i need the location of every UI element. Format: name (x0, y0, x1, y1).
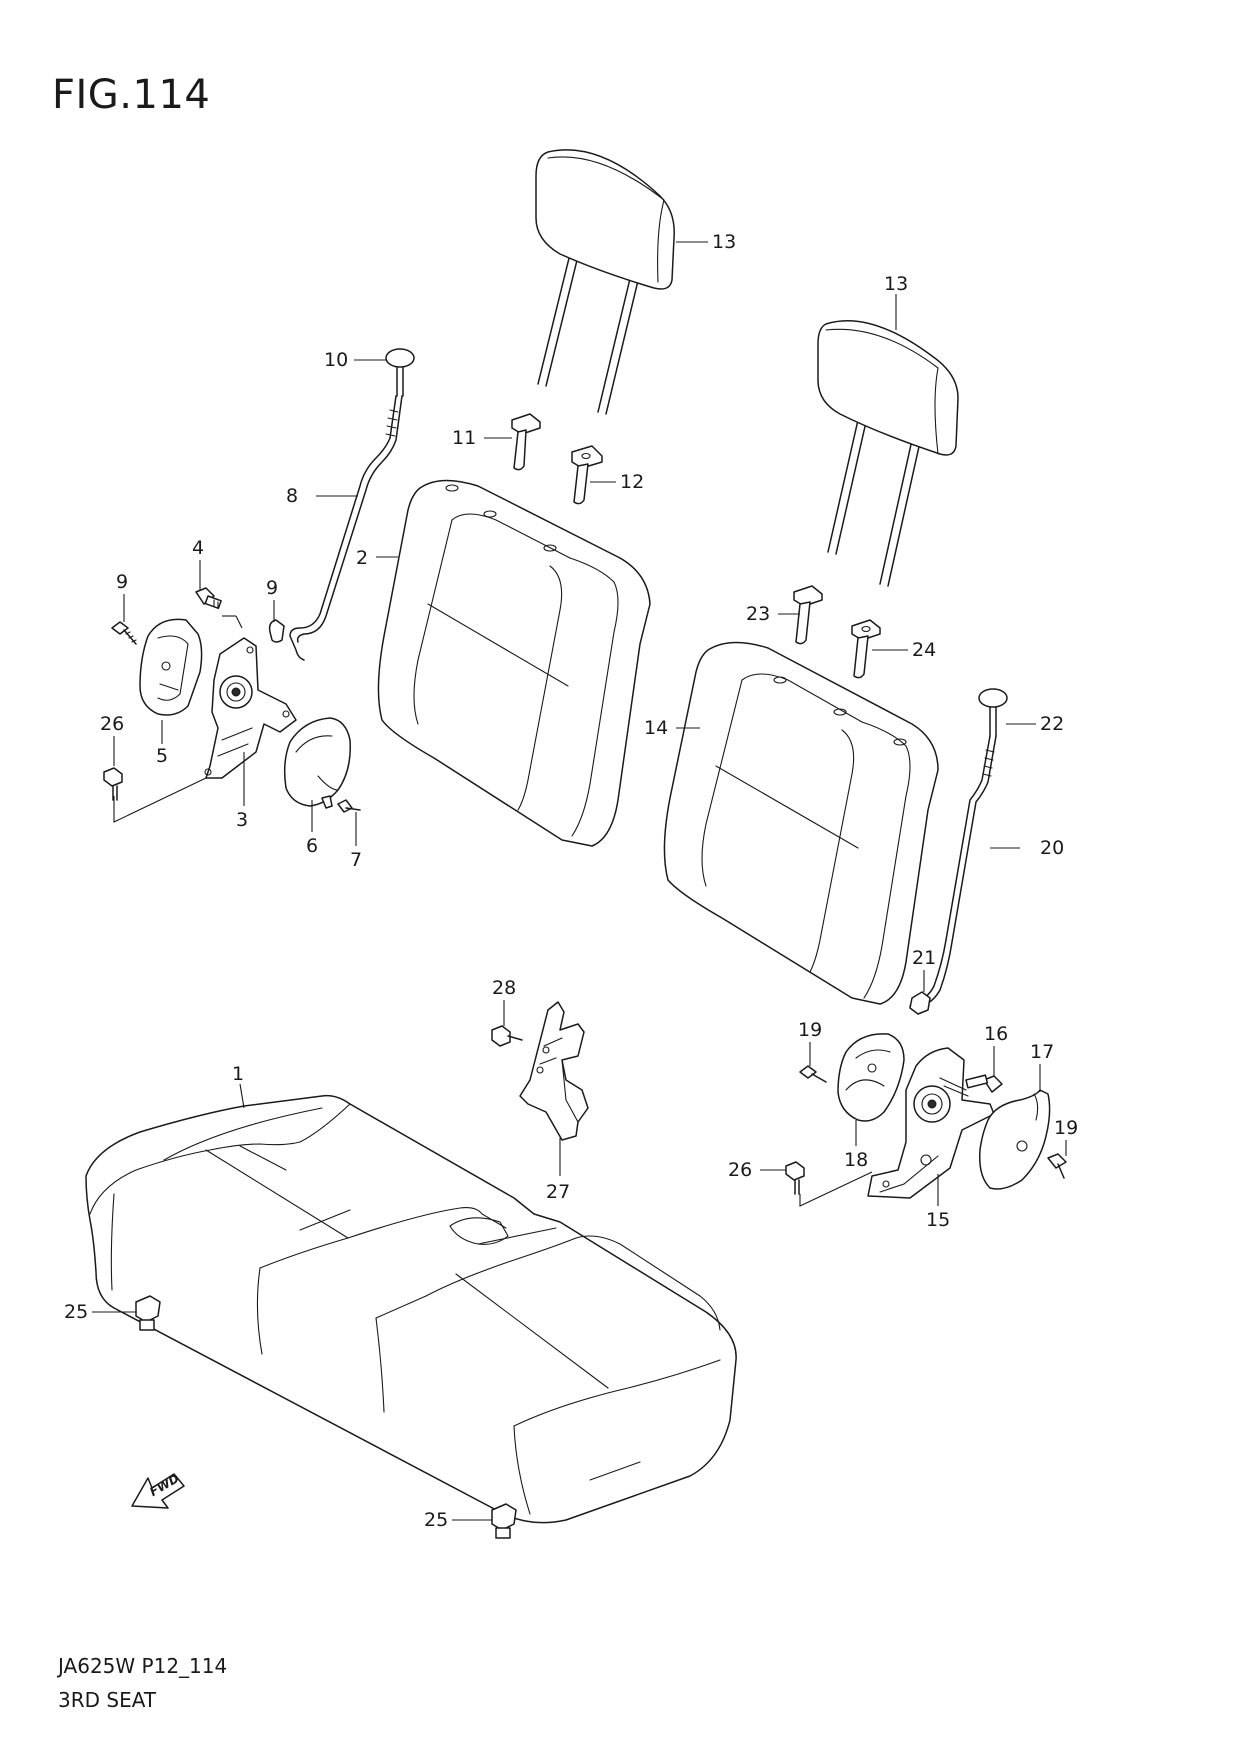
callout-13-left[interactable]: 13 (712, 231, 736, 253)
callout-9-left[interactable]: 9 (116, 571, 128, 593)
callout-26-right[interactable]: 26 (728, 1159, 752, 1181)
callout-8[interactable]: 8 (286, 485, 298, 507)
headrest-guide-12[interactable] (571, 445, 603, 505)
callout-24[interactable]: 24 (912, 639, 936, 661)
callout-28[interactable]: 28 (492, 977, 516, 999)
callout-13-right[interactable]: 13 (884, 273, 908, 295)
hinge-bracket-27[interactable] (519, 1001, 589, 1141)
clip-21[interactable] (909, 991, 931, 1015)
headrest-guide-23[interactable] (793, 585, 823, 645)
callout-27[interactable]: 27 (546, 1181, 570, 1203)
figure-title: FIG.114 (52, 72, 211, 118)
bolt-26-left[interactable] (103, 767, 123, 801)
callout-11[interactable]: 11 (452, 427, 476, 449)
callout-6[interactable]: 6 (306, 835, 318, 857)
screw-7[interactable] (337, 799, 361, 813)
callout-4[interactable]: 4 (192, 537, 204, 559)
callout-20[interactable]: 20 (1040, 837, 1064, 859)
recliner-cover-outer-right[interactable] (978, 1089, 1051, 1190)
callout-17[interactable]: 17 (1030, 1041, 1054, 1063)
clip-9-right[interactable] (268, 619, 285, 643)
callout-9-right[interactable]: 9 (266, 577, 278, 599)
recliner-assy-left[interactable] (204, 637, 297, 779)
callout-25-bottom[interactable]: 25 (424, 1509, 448, 1531)
callout-19-left[interactable]: 19 (798, 1019, 822, 1041)
seat-cushion[interactable] (85, 1094, 737, 1524)
bolt-4[interactable] (195, 587, 222, 610)
recliner-cover-outer-left[interactable] (283, 717, 351, 809)
headrest-guide-11[interactable] (511, 413, 541, 471)
callout-14[interactable]: 14 (644, 717, 668, 739)
callout-leaders (92, 241, 1067, 1521)
bolt-16[interactable] (965, 1074, 1003, 1093)
callout-23[interactable]: 23 (746, 603, 770, 625)
diagram-name: 3RD SEAT (58, 1688, 157, 1712)
callout-25-left[interactable]: 25 (64, 1301, 88, 1323)
callout-26-left[interactable]: 26 (100, 713, 124, 735)
screw-19-right[interactable] (1047, 1153, 1067, 1179)
screw-19-left[interactable] (799, 1065, 827, 1083)
headrest-right[interactable] (817, 320, 959, 587)
callout-2[interactable]: 2 (356, 547, 368, 569)
clip-25-left[interactable] (135, 1295, 161, 1331)
screw-9-left[interactable] (111, 621, 137, 645)
headrest-left[interactable] (535, 149, 675, 415)
callout-19-right[interactable]: 19 (1054, 1117, 1078, 1139)
callout-22[interactable]: 22 (1040, 713, 1064, 735)
forward-arrow-icon: FWD (131, 1471, 185, 1509)
recliner-assy-right[interactable] (867, 1047, 995, 1199)
callout-7[interactable]: 7 (350, 849, 362, 871)
release-rod-left[interactable] (289, 348, 415, 661)
callout-16[interactable]: 16 (984, 1023, 1008, 1045)
callout-1[interactable]: 1 (232, 1063, 244, 1085)
clip-25-bottom[interactable] (491, 1503, 517, 1539)
seat-back-right[interactable] (663, 641, 939, 1005)
headrest-guide-24[interactable] (851, 619, 881, 679)
bolt-26-right[interactable] (785, 1161, 805, 1195)
callout-12[interactable]: 12 (620, 471, 644, 493)
bolt-28[interactable] (491, 1025, 523, 1047)
seat-back-left[interactable] (377, 479, 651, 847)
callout-15[interactable]: 15 (926, 1209, 950, 1231)
callout-21[interactable]: 21 (912, 947, 936, 969)
diagram-code: JA625W P12_114 (58, 1654, 228, 1678)
callout-5[interactable]: 5 (156, 745, 168, 767)
recliner-cover-inner-left[interactable] (139, 618, 203, 716)
callout-18[interactable]: 18 (844, 1149, 868, 1171)
callout-numbers: 1 2 3 4 5 6 7 8 9 9 10 11 12 13 13 14 15… (64, 231, 1078, 1531)
callout-10[interactable]: 10 (324, 349, 348, 371)
callout-3[interactable]: 3 (236, 809, 248, 831)
recliner-cover-inner-right[interactable] (837, 1033, 905, 1122)
